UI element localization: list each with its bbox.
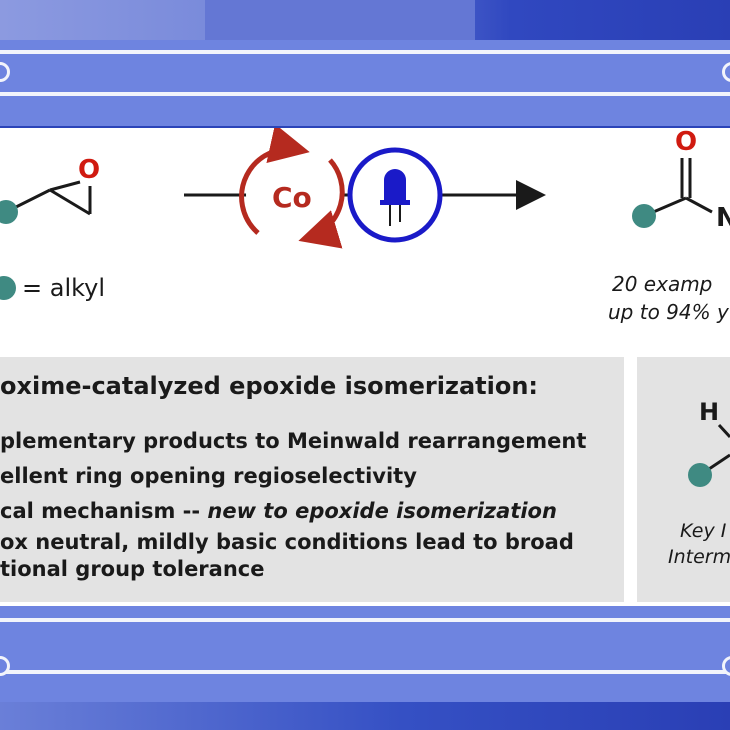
product-nitrogen: N — [716, 203, 730, 233]
alkyl-ball — [0, 200, 18, 224]
feature-item: plementary products to Meinwald rearrang… — [0, 429, 587, 453]
epoxide-oxygen: O — [78, 155, 100, 185]
reaction-scheme: O Co O N — [0, 128, 730, 300]
yield-range: up to 94% y — [608, 300, 729, 324]
intermediate-label-line2: Interm — [668, 546, 730, 568]
product-oxygen: O — [675, 128, 697, 157]
intermediate-label-line1: Key I — [680, 520, 727, 542]
feature-item: ox neutral, mildly basic conditions lead… — [0, 530, 574, 554]
features-list: plementary products to Meinwald rearrang… — [0, 424, 586, 583]
led-icon — [384, 169, 406, 202]
intermediate-structure — [688, 423, 730, 487]
product-alkyl-ball — [632, 204, 656, 228]
bottom-band — [0, 606, 730, 702]
features-box — [0, 357, 624, 602]
bottom-border — [0, 702, 730, 730]
feature-item: tional group tolerance — [0, 557, 265, 581]
catalyst-label: Co — [272, 181, 312, 214]
light-source — [347, 147, 443, 243]
intermediate-h-atom: H — [699, 398, 720, 426]
intermediate-box — [637, 357, 730, 602]
top-border — [0, 0, 730, 40]
feature-item: cal mechanism -- new to epoxide isomeriz… — [0, 499, 557, 523]
product-structure: O N — [632, 128, 730, 233]
epoxide-structure: O — [0, 155, 100, 224]
features-heading: oxime-catalyzed epoxide isomerization: — [0, 372, 539, 400]
examples-count: 20 examp — [612, 272, 713, 296]
alkyl-legend: = alkyl — [22, 274, 106, 302]
feature-item: ellent ring opening regioselectivity — [0, 464, 417, 488]
cobalt-catalyst: Co — [239, 128, 345, 249]
intermediate-alkyl-ball — [688, 463, 712, 487]
alkyl-legend-ball — [0, 276, 16, 300]
top-band — [0, 40, 730, 126]
feature-emphasis: new to epoxide isomerization — [207, 499, 557, 523]
